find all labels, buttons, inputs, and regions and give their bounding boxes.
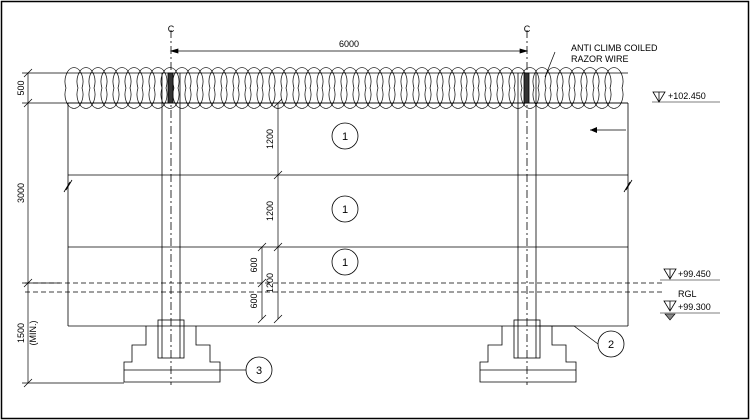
dim-post-spacing	[169, 48, 529, 54]
panel-tag-low: 1	[331, 248, 359, 276]
ground-lines	[25, 282, 665, 293]
razor-wire-note-1: ANTI CLIMB COILED	[571, 43, 658, 53]
level-ground-text: +99.300	[678, 302, 711, 312]
dim-panel-2: 1200	[265, 201, 275, 221]
dim-razor-height: 500	[16, 80, 26, 95]
rgl-text: RGL	[678, 289, 697, 299]
level-top-text: +102.450	[668, 91, 706, 101]
post-left	[161, 30, 181, 385]
dim-foundation-depth: 1500	[16, 323, 26, 343]
centerline-left-label: C	[168, 24, 175, 34]
footing-tag-text: 3	[256, 365, 262, 377]
level-mid-marker	[660, 268, 720, 281]
level-mid-text: +99.450	[678, 269, 711, 279]
footing-right	[479, 319, 577, 383]
post-right	[517, 30, 537, 385]
direction-arrow	[590, 127, 626, 133]
dim-foundation-min: (MIN.)	[28, 321, 38, 346]
footing-tag: 3	[245, 356, 273, 384]
razor-wire-coil	[64, 67, 628, 109]
dim-left-chain	[22, 68, 124, 388]
post-tag-text: 2	[608, 339, 614, 351]
dim-panel-chain	[257, 98, 283, 324]
razor-wire-leader	[544, 51, 556, 78]
razor-wire-note-2: RAZOR WIRE	[571, 54, 629, 64]
dim-sub-600-lower: 600	[249, 293, 259, 308]
panel-tag-mid-text: 1	[342, 204, 348, 216]
post-tag-leader	[538, 325, 599, 345]
dim-post-spacing-text: 6000	[339, 39, 359, 49]
dim-fence-height: 3000	[16, 183, 26, 203]
centerline-right-label: C	[524, 24, 531, 34]
post-tag: 2	[597, 330, 625, 358]
dim-panel-3: 1200	[265, 273, 275, 293]
footing-left	[123, 319, 221, 383]
level-top-marker	[652, 91, 720, 103]
panel-tag-top-text: 1	[342, 131, 348, 143]
dim-panel-1: 1200	[265, 129, 275, 149]
panel-tag-top: 1	[331, 122, 359, 150]
panel-tag-low-text: 1	[342, 257, 348, 269]
dim-sub-600-upper: 600	[249, 257, 259, 272]
panel-tag-mid: 1	[331, 195, 359, 223]
level-ground-marker	[660, 300, 720, 321]
